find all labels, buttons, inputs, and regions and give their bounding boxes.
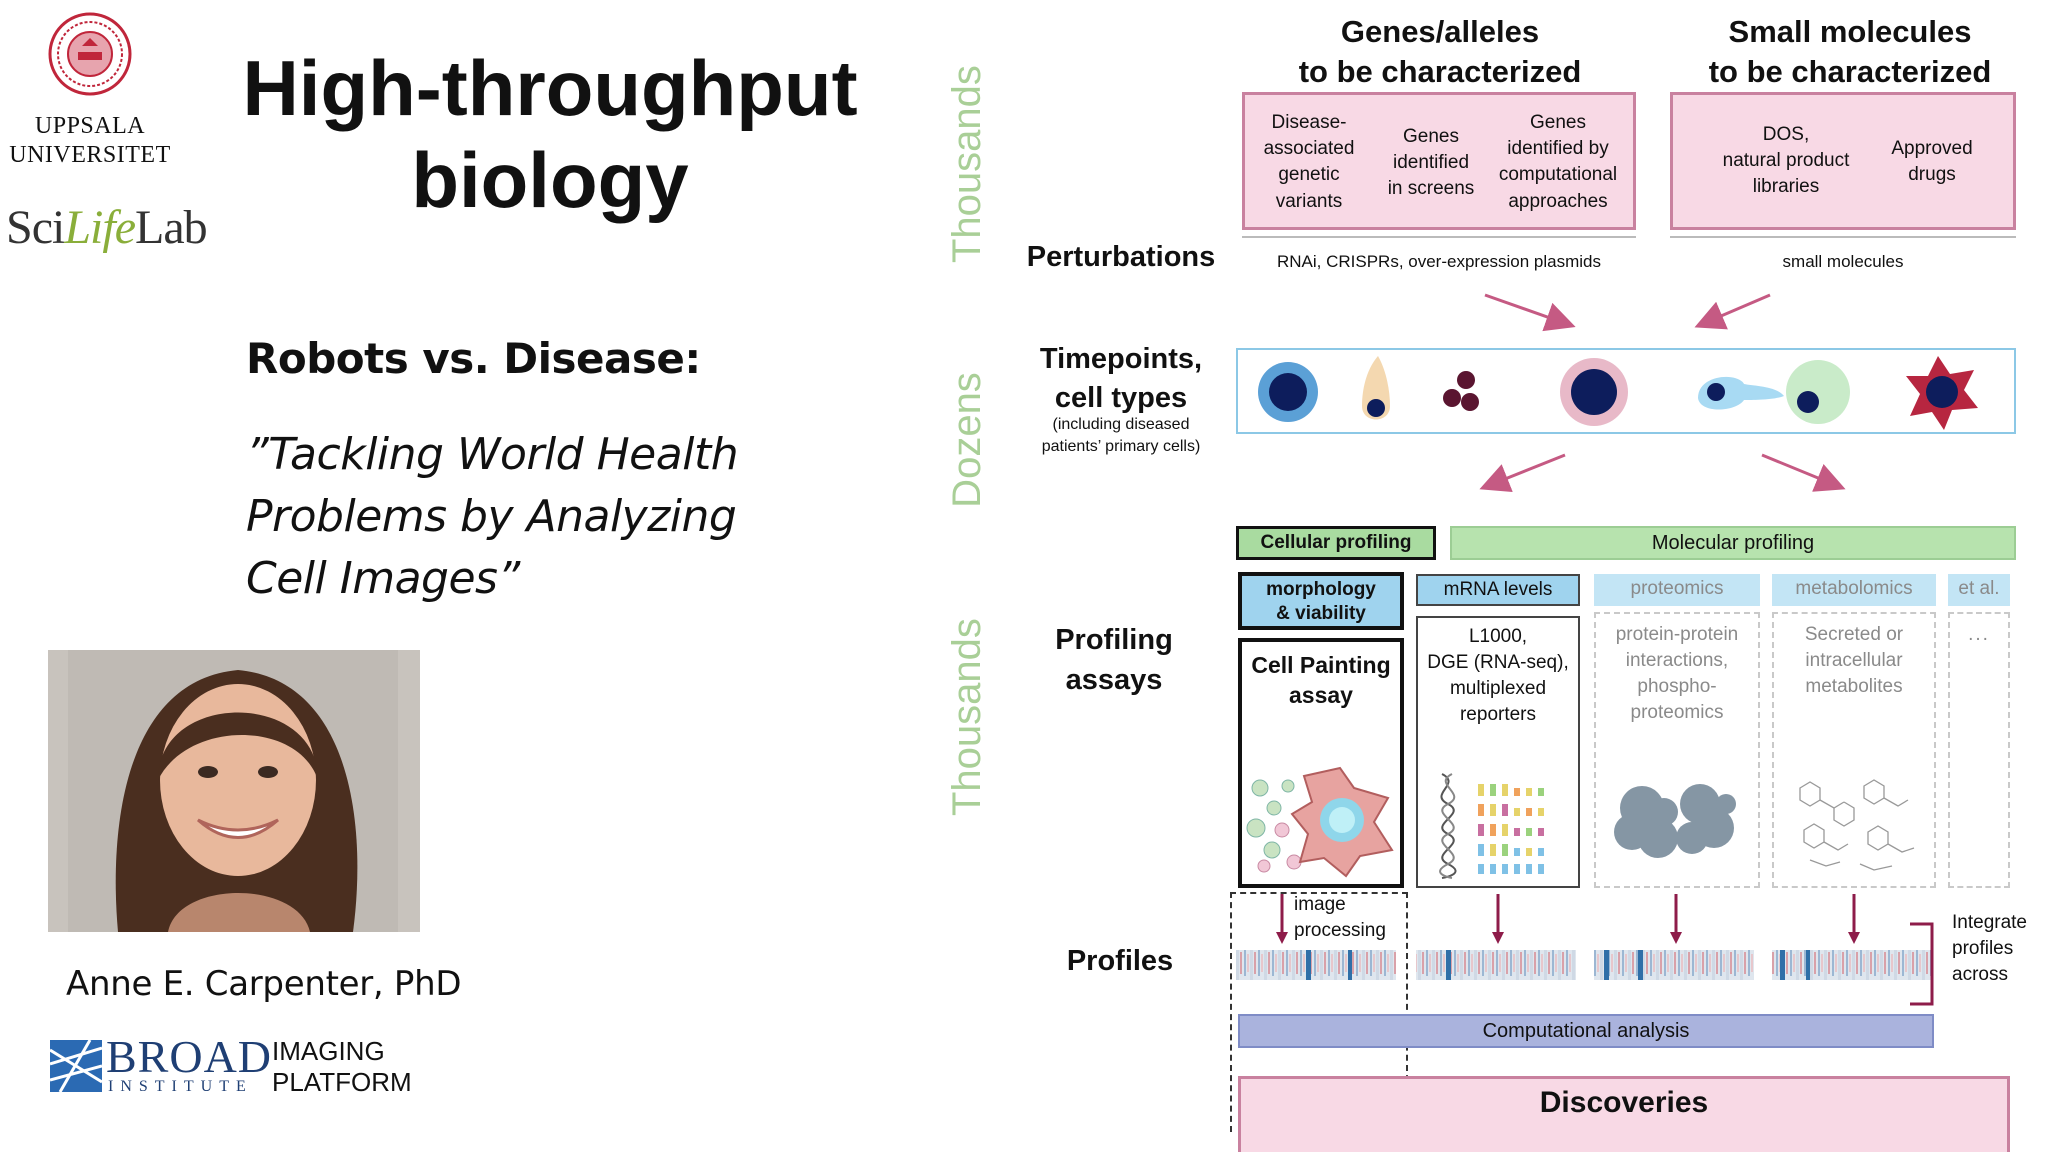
cellular-profiling-bar: Cellular profiling [1236, 526, 1436, 560]
speaker-name: Anne E. Carpenter, PhD [66, 964, 462, 1004]
row-note-timepoints: (including diseased patients’ primary ce… [1041, 416, 1201, 455]
image-processing-label: image processing [1294, 894, 1386, 941]
broad-institute: INSTITUTE [108, 1078, 253, 1095]
mrna-image [1439, 773, 1544, 879]
dashed-cellular-frame [1230, 892, 1408, 1132]
talk-subtitle: Robots vs. Disease: [246, 334, 701, 383]
perturb-line-genes [1242, 236, 1636, 238]
molecules-header: Small molecules to be characterized [1708, 14, 1992, 89]
perturb-label-genes: RNAi, CRISPRs, over-expression plasmids [1276, 252, 1602, 271]
scale-label-dozens: Dozens [945, 372, 989, 508]
talk-quote: ”Tackling World Health Problems by Analy… [246, 429, 739, 604]
uppsala-seal-logo [48, 12, 132, 96]
flow-arrows [1479, 293, 1846, 493]
profile-strips [1236, 950, 1932, 980]
col-head-mrna: mRNA levels [1416, 574, 1580, 606]
perturb-label-molecules: small molecules [1782, 252, 1904, 271]
col-body-mrna: L1000, DGE (RNA-seq), multiplexed report… [1416, 616, 1580, 888]
genes-header: Genes/alleles to be characterized [1298, 14, 1582, 89]
page-title: High-throughput biology [242, 44, 858, 224]
cell-painting-image [1246, 766, 1394, 878]
molecular-profiling-bar: Molecular profiling [1450, 526, 2016, 560]
proteomics-image [1614, 784, 1736, 858]
row-label-timepoints: Timepoints, cell types [1039, 343, 1203, 414]
col-body-etal: ... [1948, 612, 2010, 888]
row-label-perturbations: Perturbations [1026, 241, 1216, 273]
uppsala-name: UPPSALA UNIVERSITET [9, 113, 171, 168]
row-label-profiling: Profiling assays [1055, 624, 1173, 696]
scilifelab-logo: SciLifeLab [6, 201, 208, 254]
cell-types-panel [1236, 348, 2016, 434]
profile-arrows [1276, 894, 1860, 944]
col-head-metabolomics: metabolomics [1772, 574, 1936, 606]
broad-logo [49, 1039, 103, 1093]
row-label-profiles: Profiles [1066, 945, 1174, 977]
col-body-cellpainting: Cell Painting assay [1238, 638, 1404, 888]
integrate-bracket [1910, 922, 1934, 1006]
col-body-metabolomics: Secreted or intracellular metabolites [1772, 612, 1936, 888]
computational-analysis-bar: Computational analysis [1238, 1014, 1934, 1048]
scale-label-thousands-bottom: Thousands [945, 618, 989, 816]
col-body-proteomics: protein-protein interactions, phospho- p… [1594, 612, 1760, 888]
broad-name: BROAD [106, 1031, 273, 1082]
col-head-morphology: morphology & viability [1238, 572, 1404, 630]
metabolomics-image [1799, 779, 1915, 871]
perturb-line-molecules [1670, 236, 2016, 238]
col-head-proteomics: proteomics [1594, 574, 1760, 606]
integrate-label: Integrate profiles across [1952, 912, 2027, 985]
col-head-etal: et al. [1948, 574, 2010, 606]
speaker-photo [48, 650, 420, 932]
imaging-platform: IMAGING PLATFORM [272, 1036, 412, 1097]
scale-label-thousands-top: Thousands [945, 65, 989, 263]
molecules-box [1670, 92, 2016, 230]
discoveries-bar: Discoveries [1238, 1076, 2010, 1152]
genes-box [1242, 92, 1636, 230]
